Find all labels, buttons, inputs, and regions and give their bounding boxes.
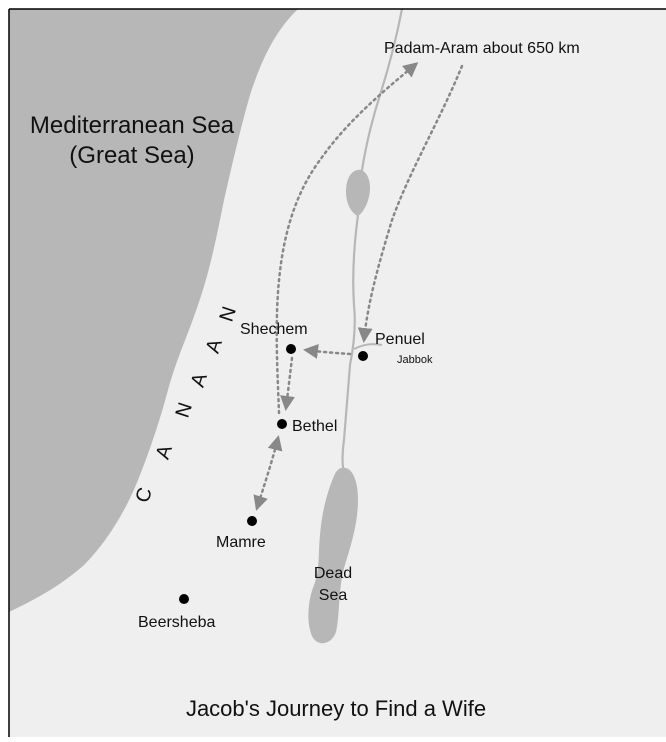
place-markers xyxy=(179,344,368,604)
route-bethel-to-padam-aram xyxy=(275,62,419,415)
place-label-shechem: Shechem xyxy=(240,321,308,338)
routes xyxy=(253,62,464,511)
dead-sea xyxy=(308,467,358,644)
dead-sea-label-line1: Dead xyxy=(314,565,352,582)
region-letter: N xyxy=(216,304,241,325)
route-shechem-to-bethel xyxy=(280,356,295,411)
place-label-mamre: Mamre xyxy=(216,534,266,551)
marker-mamre xyxy=(247,516,257,526)
sea-label-line1: Mediterranean Sea xyxy=(30,112,235,139)
place-label-bethel: Bethel xyxy=(292,418,337,435)
region-letter: N xyxy=(172,400,197,421)
destination-label: Padam-Aram about 650 km xyxy=(384,40,580,57)
route-bethel-mamre xyxy=(253,435,283,511)
marker-penuel xyxy=(358,351,368,361)
sea-of-galilee xyxy=(346,169,370,216)
region-letter: C xyxy=(132,485,157,506)
marker-bethel xyxy=(277,419,287,429)
map-title: Jacob's Journey to Find a Wife xyxy=(186,696,486,721)
river-label-jabbok: Jabbok xyxy=(397,354,433,366)
place-label-penuel: Penuel xyxy=(375,331,425,348)
marker-shechem xyxy=(286,344,296,354)
mediterranean-sea xyxy=(9,9,298,612)
dead-sea-label-line2: Sea xyxy=(319,587,348,604)
place-label-beersheba: Beersheba xyxy=(138,614,215,631)
route-padam-aram-to-penuel xyxy=(357,64,464,343)
marker-beersheba xyxy=(179,594,189,604)
sea-label-line2: (Great Sea) xyxy=(69,142,194,169)
jabbok-river xyxy=(353,343,383,350)
